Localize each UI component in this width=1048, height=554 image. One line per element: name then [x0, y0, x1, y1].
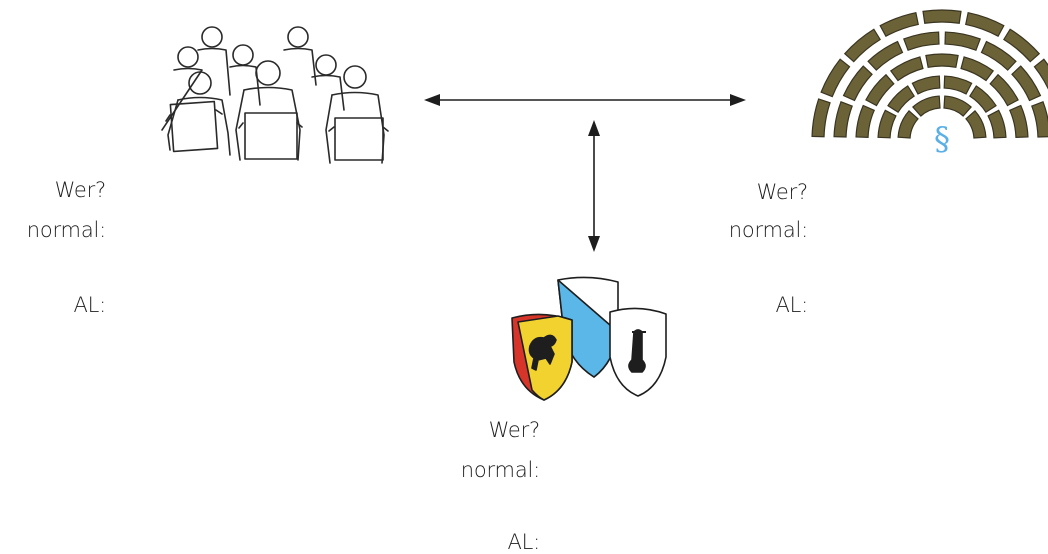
people-wer-label: Wer? [54, 178, 107, 202]
parliament-seat-segment [912, 95, 941, 117]
parliament-seat-segment [943, 75, 973, 95]
cantons-wer-label: Wer? [488, 418, 541, 442]
parliament-seat-segment [980, 40, 1017, 71]
canton-shields-icon [511, 276, 667, 401]
cantons-normal-label: normal: [460, 458, 540, 482]
parliament-seat-segment [897, 110, 919, 139]
parliament-seat-segment [855, 104, 876, 138]
parliament-normal-label: normal: [728, 218, 808, 242]
parliament-seat-segment [965, 11, 1005, 38]
cantons-al-label: AL: [507, 530, 540, 554]
parliament-seat-segment [922, 9, 962, 24]
parliament-al-label: AL: [775, 293, 808, 317]
parliament-seat-segment [944, 31, 981, 51]
parliament-seat-segment [1008, 104, 1029, 138]
paragraph-symbol-icon: § [934, 120, 950, 158]
parliament-hemicycle-icon: § [811, 9, 1048, 158]
parliament-seat-segment [1011, 65, 1042, 102]
parliament-seat-segment [960, 56, 995, 82]
parliament-seat-segment [867, 40, 904, 71]
parliament-seat-segment [965, 110, 987, 139]
people-group-icon [161, 26, 389, 164]
parliament-seat-segment [925, 53, 959, 69]
parliament-seat-segment [1003, 28, 1041, 63]
parliament-seat-segment [987, 109, 1007, 139]
parliament-seat-segment [877, 109, 897, 139]
people-normal-label: normal: [26, 218, 106, 242]
parliament-seat-segment [889, 56, 924, 82]
parliament-seat-segment [879, 11, 919, 38]
parliament-seat-segment [911, 75, 941, 95]
parliament-wer-label: Wer? [756, 180, 809, 204]
parliament-seat-segment [1033, 58, 1048, 90]
parliament-seat-segment [865, 73, 895, 107]
parliament-seat-segment [1031, 101, 1048, 138]
parliament-seat-segment [842, 65, 873, 102]
arrow-horizontal [424, 94, 746, 106]
parliament-seat-segment [843, 28, 881, 63]
parliament-seat-segment [943, 95, 972, 117]
parliament-seat-segment [820, 58, 851, 98]
parliament-seat-segment [887, 85, 915, 113]
arrow-vertical [588, 120, 600, 252]
parliament-seat-segment [969, 85, 997, 113]
parliament-seat-segment [989, 73, 1019, 107]
parliament-seat-segment [903, 31, 940, 51]
people-al-label: AL: [73, 293, 106, 317]
parliament-seat-segment [811, 98, 831, 138]
parliament-seat-segment [833, 101, 853, 138]
